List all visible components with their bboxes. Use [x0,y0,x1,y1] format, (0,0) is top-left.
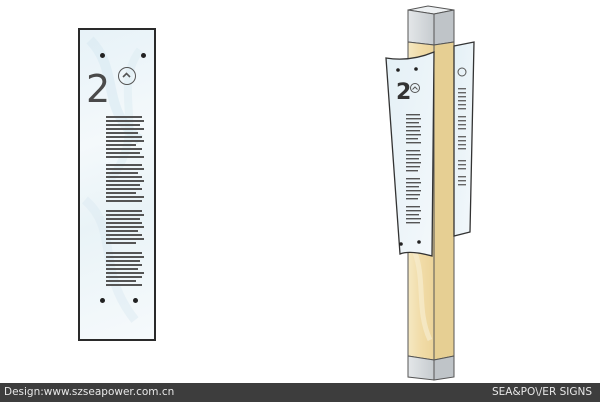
post-bottom-cap [407,355,455,381]
footer-bar: Design:www.szseapower.com.cn SEA&PO\/ER … [0,383,600,402]
mount-hole [133,298,138,303]
mount-hole [100,298,105,303]
post-perspective-illustration [385,5,475,381]
up-arrow-circle-icon [118,67,136,85]
floor-number: 2 [86,67,111,111]
mount-hole [100,53,105,58]
floor-number-perspective: 2 [396,80,412,105]
mount-hole [141,53,146,58]
post-top-cap [407,5,455,46]
designer-credit: Design:www.szseapower.com.cn [4,386,175,398]
back-panel [453,41,475,237]
front-curved-panel [385,51,435,257]
brand-label: SEA&PO\/ER SIGNS [491,386,592,398]
directory-lines-front [106,116,144,286]
